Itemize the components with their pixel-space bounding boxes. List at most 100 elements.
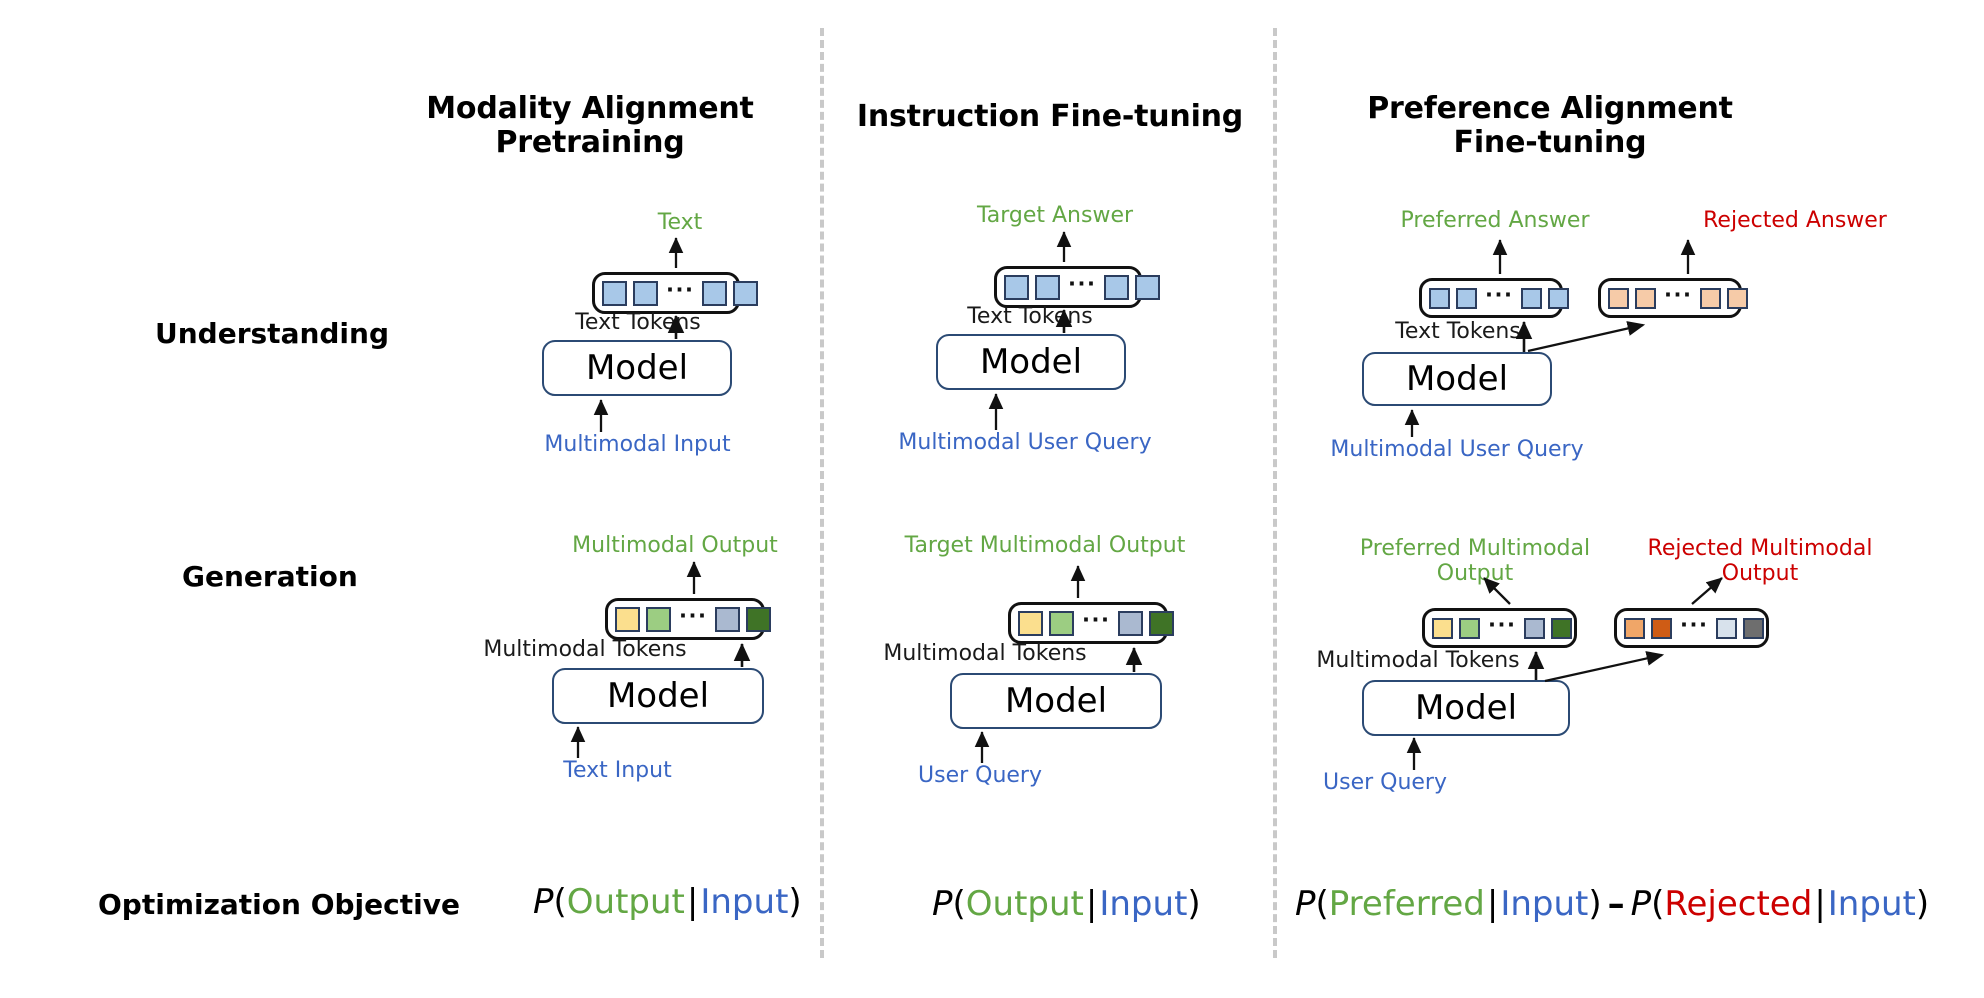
col1-understanding-input-label: Multimodal Input bbox=[544, 432, 731, 457]
token-multimodal bbox=[1049, 610, 1074, 636]
token-multimodal bbox=[615, 606, 640, 632]
token-multimodal bbox=[746, 606, 772, 632]
label-line2: Output bbox=[1436, 561, 1514, 587]
formula-close: ) bbox=[1187, 884, 1201, 924]
col3-understanding-preferred-token-strip: ··· bbox=[1419, 278, 1570, 318]
token-text bbox=[1035, 274, 1060, 300]
col2-understanding-output-label: Target Answer bbox=[976, 203, 1134, 228]
model-label: Model bbox=[1414, 688, 1518, 728]
formula-p: P bbox=[932, 884, 953, 924]
token-text-rejected bbox=[1608, 287, 1629, 309]
col3-generation-tokens-label: Multimodal Tokens bbox=[1316, 648, 1520, 673]
token-multimodal bbox=[1018, 610, 1043, 636]
model-label: Model bbox=[1405, 359, 1509, 399]
token-text bbox=[1135, 274, 1161, 300]
formula-close2: ) bbox=[1915, 884, 1930, 924]
formula-bar: | bbox=[1085, 884, 1098, 924]
column-title-line2: Pretraining bbox=[495, 124, 685, 160]
model-label: Model bbox=[606, 676, 710, 716]
col3-generation-rejected-token-strip: ··· bbox=[1614, 608, 1769, 648]
formula-p: P bbox=[533, 882, 554, 922]
token-multimodal bbox=[1149, 610, 1175, 636]
token-multimodal-rejected bbox=[1716, 617, 1738, 639]
token-text bbox=[1521, 287, 1543, 309]
col1-understanding-token-strip: ··· bbox=[592, 272, 759, 314]
column-divider-1 bbox=[820, 28, 824, 958]
formula-p2: P bbox=[1630, 884, 1652, 924]
formula-numerator: Output bbox=[965, 884, 1084, 924]
column-title-modality-alignment: Modality Alignment Pretraining bbox=[395, 92, 785, 159]
col1-understanding-model-box: Model bbox=[542, 340, 732, 396]
col3-understanding-tokens-label: Text Tokens bbox=[1395, 319, 1521, 344]
token-multimodal bbox=[1118, 610, 1144, 636]
col2-generation-token-strip: ··· bbox=[1008, 602, 1175, 644]
token-text bbox=[633, 280, 658, 306]
column-title-preference-alignment: Preference Alignment Fine-tuning bbox=[1340, 92, 1760, 159]
column-title-line2: Fine-tuning bbox=[1453, 124, 1647, 160]
formula-numerator: Output bbox=[566, 882, 685, 922]
formula-open: ( bbox=[1315, 884, 1329, 924]
col2-generation-tokens-label: Multimodal Tokens bbox=[883, 641, 1087, 666]
token-multimodal-rejected bbox=[1651, 617, 1672, 639]
col3-understanding-rejected-token-strip: ··· bbox=[1598, 278, 1749, 318]
col1-generation-input-label: Text Input bbox=[563, 758, 672, 783]
col1-generation-token-strip: ··· bbox=[605, 598, 772, 640]
token-multimodal bbox=[646, 606, 671, 632]
col2-generation-output-label: Target Multimodal Output bbox=[904, 533, 1186, 558]
col2-understanding-input-label: Multimodal User Query bbox=[898, 430, 1152, 455]
row-label-generation: Generation bbox=[182, 560, 358, 593]
label-line2: Output bbox=[1721, 561, 1799, 587]
column-title-instruction-finetuning: Instruction Fine-tuning bbox=[840, 100, 1260, 134]
token-multimodal bbox=[715, 606, 741, 632]
row-label-optimization-objective: Optimization Objective bbox=[98, 888, 460, 921]
formula-numerator: Preferred bbox=[1328, 884, 1485, 924]
token-text bbox=[1429, 287, 1450, 309]
token-text bbox=[733, 280, 759, 306]
formula-close: ) bbox=[1588, 884, 1602, 924]
token-text bbox=[1004, 274, 1029, 300]
formula-numerator2: Rejected bbox=[1664, 884, 1813, 924]
column-title-line1: Instruction Fine-tuning bbox=[856, 99, 1244, 134]
token-multimodal bbox=[1524, 617, 1546, 639]
col2-understanding-tokens-label: Text Tokens bbox=[967, 304, 1093, 329]
col3-understanding-rejected-label: Rejected Answer bbox=[1703, 208, 1887, 233]
column-title-line1: Preference Alignment bbox=[1367, 91, 1733, 126]
token-text-rejected bbox=[1700, 287, 1722, 309]
col3-generation-rejected-label: Rejected Multimodal Output bbox=[1615, 536, 1905, 586]
token-multimodal bbox=[1459, 617, 1480, 639]
token-text bbox=[702, 280, 728, 306]
formula-bar2: | bbox=[1814, 884, 1826, 924]
col2-understanding-token-strip: ··· bbox=[994, 266, 1161, 308]
column-divider-2 bbox=[1273, 28, 1277, 958]
token-multimodal-rejected bbox=[1624, 617, 1645, 639]
col3-objective-formula: P(Preferred|Input)–P(Rejected|Input) bbox=[1295, 884, 1929, 924]
col3-generation-preferred-label: Preferred Multimodal Output bbox=[1330, 536, 1620, 586]
formula-bar: | bbox=[1486, 884, 1499, 924]
token-multimodal bbox=[1432, 617, 1453, 639]
formula-condition: Input bbox=[1099, 884, 1188, 924]
token-text bbox=[1456, 287, 1477, 309]
col3-generation-preferred-token-strip: ··· bbox=[1422, 608, 1577, 648]
col1-generation-tokens-label: Multimodal Tokens bbox=[483, 637, 687, 662]
model-label: Model bbox=[1004, 681, 1108, 721]
col1-understanding-tokens-label: Text Tokens bbox=[575, 310, 701, 335]
col3-generation-input-label: User Query bbox=[1323, 770, 1447, 795]
arrow-col3-generation-model-to-rejected bbox=[1544, 651, 1665, 683]
col1-generation-output-label: Multimodal Output bbox=[572, 533, 778, 558]
col1-objective-formula: P(Output|Input) bbox=[533, 882, 802, 922]
formula-condition: Input bbox=[700, 882, 789, 922]
col2-generation-input-label: User Query bbox=[918, 763, 1042, 788]
column-title-line1: Modality Alignment bbox=[426, 91, 754, 126]
token-multimodal bbox=[1551, 617, 1573, 639]
formula-open: ( bbox=[952, 884, 966, 924]
formula-p: P bbox=[1295, 884, 1316, 924]
col2-objective-formula: P(Output|Input) bbox=[932, 884, 1201, 924]
token-text bbox=[1548, 287, 1570, 309]
col1-generation-model-box: Model bbox=[552, 668, 764, 724]
formula-open: ( bbox=[553, 882, 567, 922]
col3-understanding-input-label: Multimodal User Query bbox=[1330, 437, 1584, 462]
col1-understanding-output-label: Text bbox=[657, 210, 703, 235]
formula-close: ) bbox=[788, 882, 802, 922]
token-text bbox=[1104, 274, 1130, 300]
token-text-rejected bbox=[1727, 287, 1749, 309]
